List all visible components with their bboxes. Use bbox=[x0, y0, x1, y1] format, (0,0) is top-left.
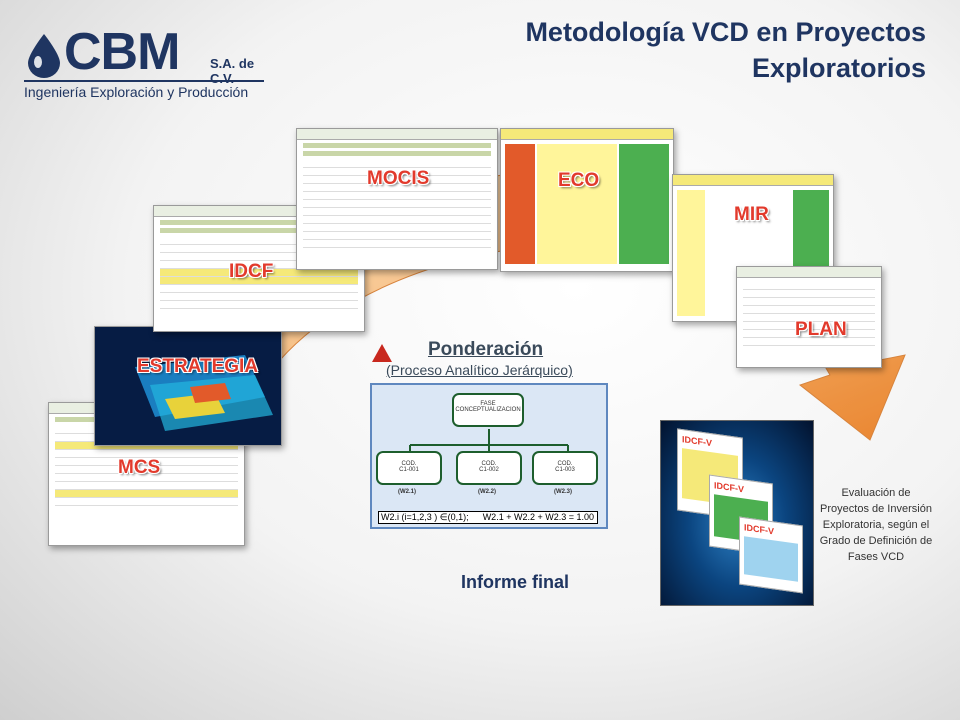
step-label-idcf: IDCF bbox=[229, 261, 274, 282]
logo-name: CBM bbox=[64, 23, 180, 81]
reservoir-map bbox=[135, 355, 273, 431]
evaluation-description: Evaluación de Proyectos de Inversión Exp… bbox=[819, 487, 933, 563]
step-label-mir: MIR bbox=[734, 204, 769, 225]
formula-left: W2.i (i=1,2,3 ) ∈(0,1); bbox=[381, 512, 469, 522]
informe-final-title: Informe final bbox=[461, 572, 570, 592]
eco-document bbox=[500, 128, 674, 272]
ponderacion-subtitle: (Proceso Analítico Jerárquico) bbox=[386, 362, 573, 378]
ponderacion-title: Ponderación bbox=[428, 339, 544, 360]
logo-underline bbox=[24, 80, 264, 82]
company-logo: CBM S.A. de C.V. Ingeniería Exploración … bbox=[22, 18, 272, 100]
drop-icon bbox=[28, 34, 60, 78]
warning-triangle-icon bbox=[372, 344, 392, 362]
weight-label: (W2.2) bbox=[478, 489, 496, 495]
report-card: IDCF-V bbox=[739, 516, 803, 594]
formula-right: W2.1 + W2.2 + W2.3 = 1.00 bbox=[482, 512, 594, 522]
step-label-mocis: MOCIS bbox=[367, 168, 430, 189]
step-label-plan: PLAN bbox=[795, 319, 847, 340]
logo-subtitle: Ingeniería Exploración y Producción bbox=[24, 84, 249, 100]
ahp-connectors bbox=[409, 429, 569, 451]
ahp-child-node: COD. C1-001 bbox=[376, 451, 442, 485]
plan-document bbox=[736, 266, 882, 368]
estrategia-document bbox=[94, 326, 282, 446]
page-title: Metodología VCD en Proyectos Exploratori… bbox=[525, 14, 926, 86]
step-label-mcs: MCS bbox=[118, 457, 161, 478]
report-image: IDCF-V IDCF-V IDCF-V bbox=[660, 420, 814, 606]
weight-label: (W2.3) bbox=[554, 489, 572, 495]
ahp-child-node: COD. C1-003 bbox=[532, 451, 598, 485]
logo-suffix: S.A. de C.V. bbox=[210, 56, 255, 86]
weight-label: (W2.1) bbox=[398, 489, 416, 495]
title-line-1: Metodología VCD en Proyectos bbox=[525, 17, 926, 47]
ahp-child-node: COD. C1-002 bbox=[456, 451, 522, 485]
step-label-eco: ECO bbox=[558, 170, 600, 191]
title-line-2: Exploratorios bbox=[751, 53, 926, 83]
mocis-document bbox=[296, 128, 498, 270]
ahp-root-node: FASE CONCEPTUALIZACION bbox=[452, 393, 524, 427]
ahp-diagram: FASE CONCEPTUALIZACION COD. C1-001 COD. … bbox=[370, 383, 608, 529]
step-label-estrategia: ESTRATEGIA bbox=[137, 356, 259, 377]
ahp-formula: W2.i (i=1,2,3 ) ∈(0,1); W2.1 + W2.2 + W2… bbox=[378, 511, 598, 524]
